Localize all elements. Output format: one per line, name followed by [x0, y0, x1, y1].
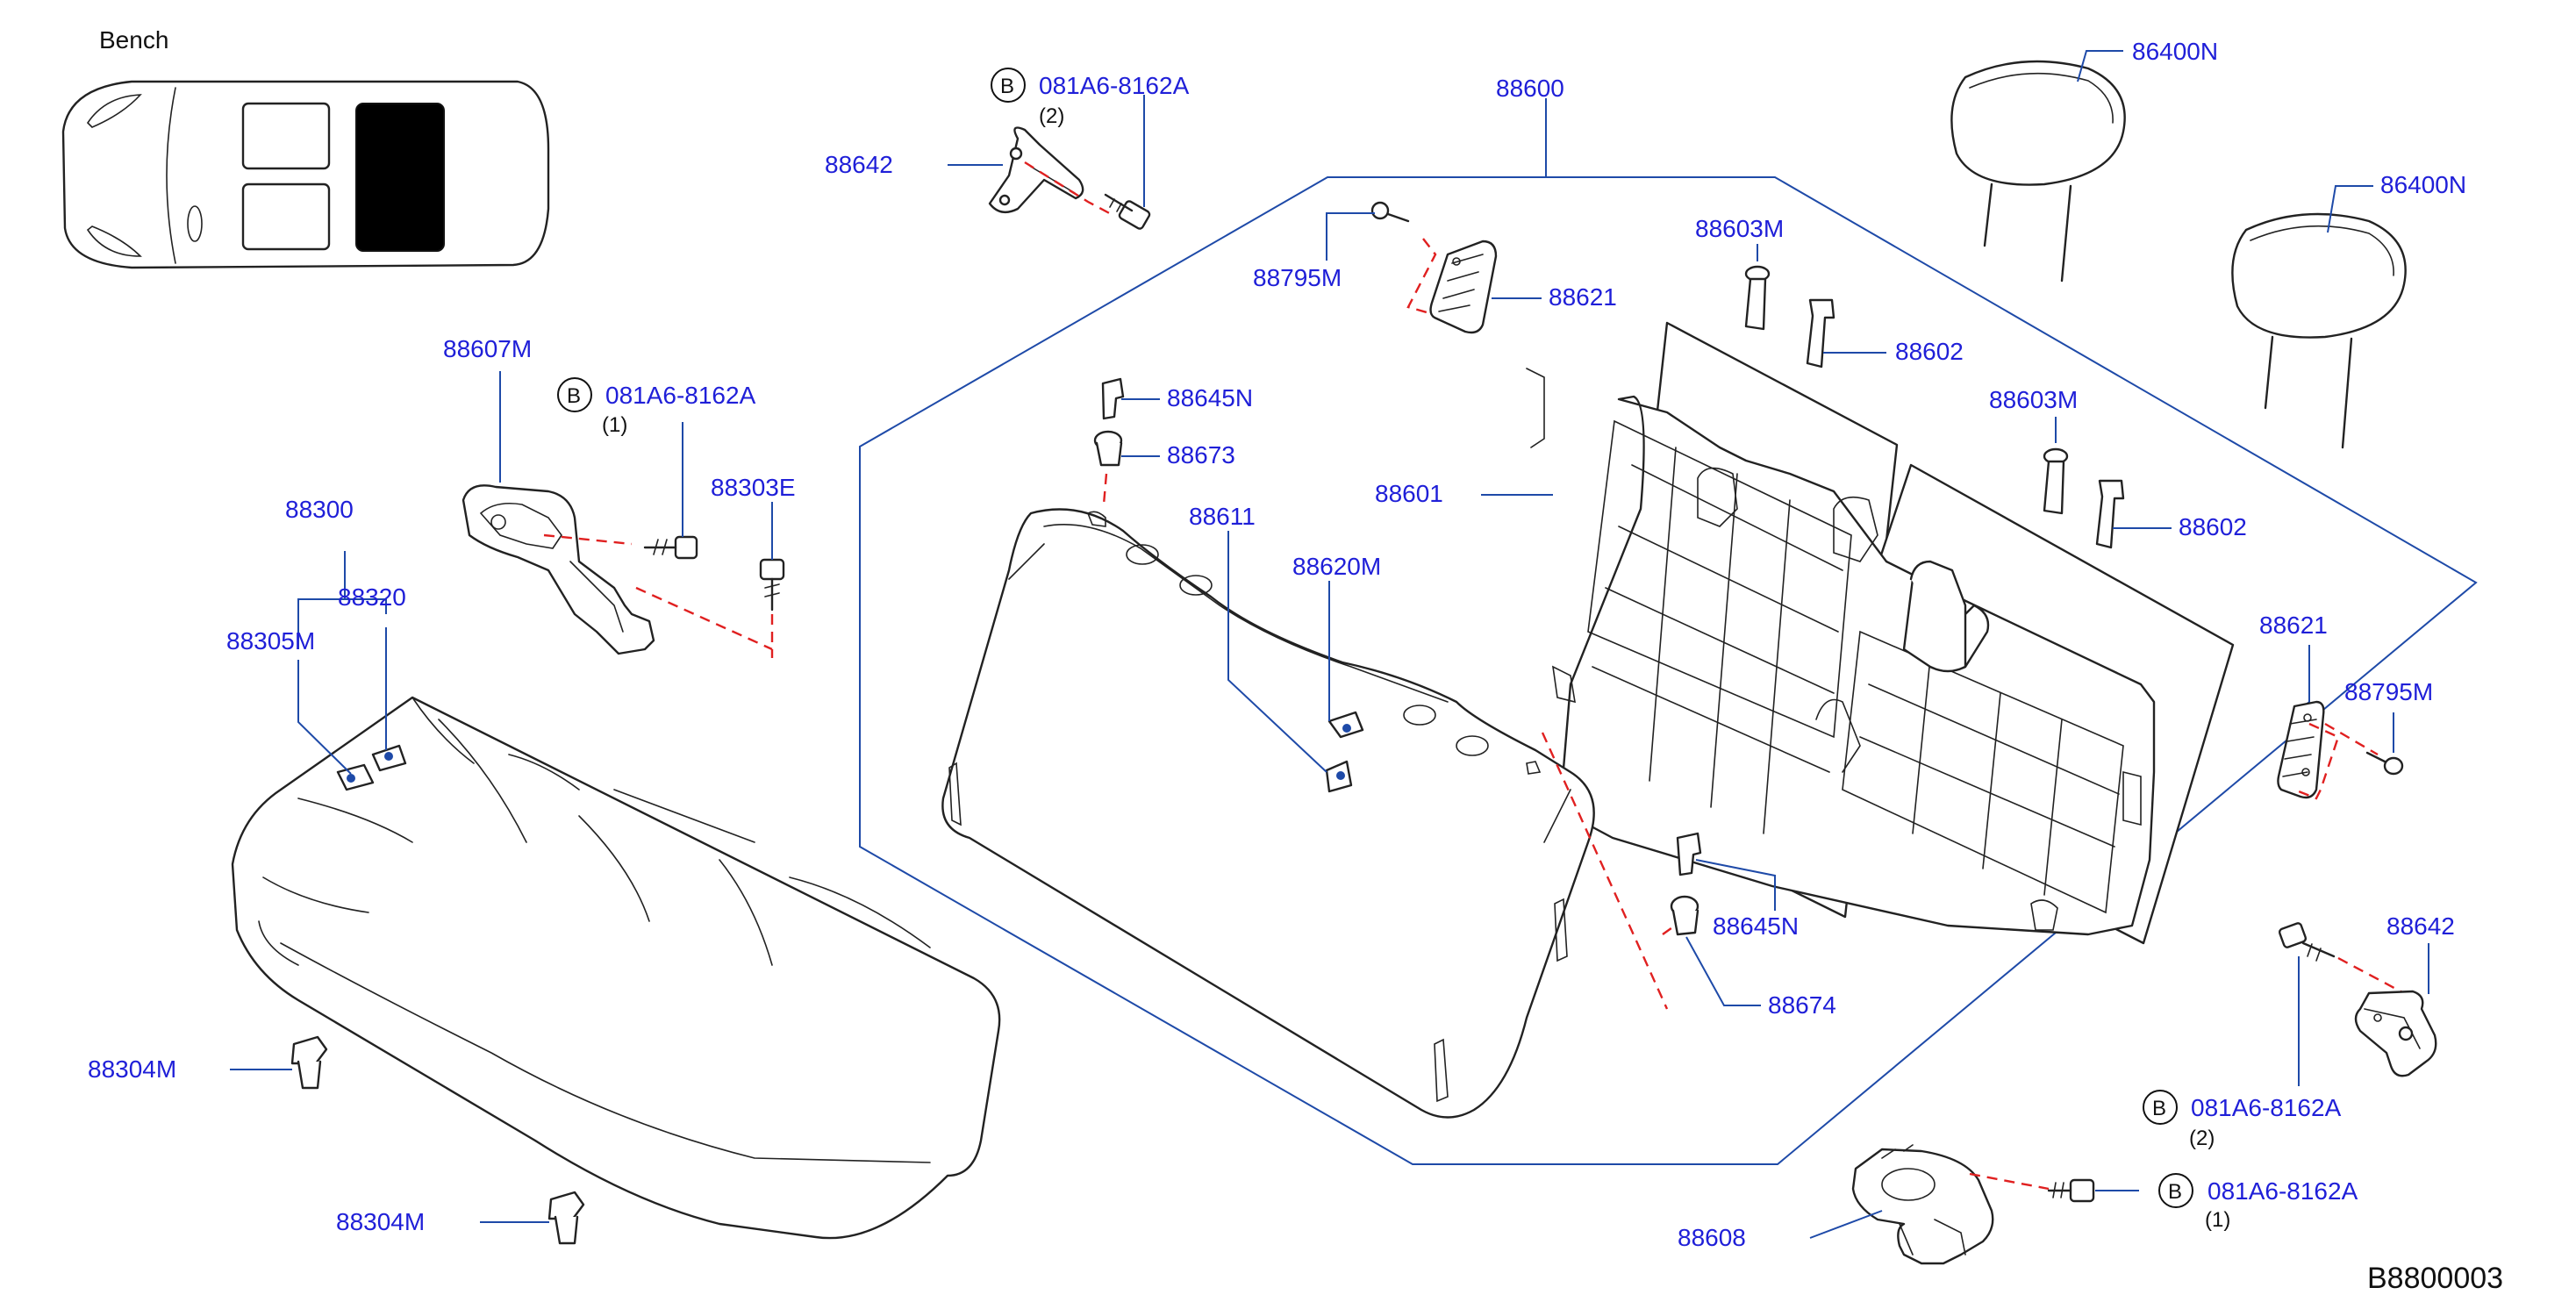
callout-88304m-bottom[interactable]: 88304M: [336, 1208, 425, 1235]
callout-88601[interactable]: 88601: [1375, 480, 1443, 507]
bolt-right: [2278, 922, 2336, 962]
bolt-marker-bottom: B: [2158, 1173, 2193, 1208]
seat-front-row-lower: [241, 182, 331, 251]
clip-88620m: [1325, 711, 1364, 793]
callout-88603m-lower[interactable]: 88603M: [1989, 386, 2078, 413]
vehicle-front-light-top: [86, 94, 142, 128]
bolt-88303e: [759, 558, 785, 612]
bolt-marker-top: B: [991, 68, 1026, 103]
vehicle-front-light-bottom: [86, 225, 142, 257]
callout-88305m[interactable]: 88305M: [226, 627, 315, 655]
svg-text:B: B: [2152, 1097, 2166, 1120]
callout-88607m[interactable]: 88607M: [443, 335, 532, 362]
reference-code: B8800003: [2367, 1262, 2503, 1295]
lock-88621-right: [2277, 700, 2325, 799]
callout-86400n-upper[interactable]: 86400N: [2132, 38, 2218, 65]
callout-081a6-8162a-bottom[interactable]: 081A6-8162A: [2207, 1177, 2358, 1205]
clip-88645n-lower: [1676, 832, 1702, 876]
headrest-lower: [2231, 212, 2407, 449]
callout-88795m-right[interactable]: 88795M: [2344, 678, 2433, 705]
svg-text:B: B: [567, 384, 581, 408]
callout-081a6-8162a-left[interactable]: 081A6-8162A: [605, 382, 756, 409]
callout-86400n-lower[interactable]: 86400N: [2380, 171, 2466, 198]
clip-88304m-bottom: [547, 1191, 585, 1245]
callout-88645n-lower[interactable]: 88645N: [1713, 912, 1799, 940]
callout-88645n-upper[interactable]: 88645N: [1167, 384, 1253, 411]
clip-88602-lower: [2095, 479, 2125, 549]
striker-88607m: [462, 484, 655, 655]
seat-rear-bench-highlight: [355, 103, 445, 252]
qty-081a6-right: (2): [2189, 1127, 2215, 1150]
clip-88645n-upper: [1101, 377, 1125, 420]
callout-88673[interactable]: 88673: [1167, 441, 1235, 469]
seat-front-row-upper: [241, 102, 331, 170]
svg-text:B: B: [2168, 1180, 2182, 1204]
bolt-marker-right: B: [2143, 1090, 2178, 1125]
seatback-frame-88601: [1526, 321, 2235, 945]
clip-88603m-upper: [1744, 265, 1771, 331]
clip-88603m-lower: [2043, 447, 2069, 515]
callout-88608[interactable]: 88608: [1678, 1224, 1746, 1251]
headrest-upper: [1950, 60, 2126, 283]
clip-88673: [1093, 430, 1123, 467]
callout-88602-upper[interactable]: 88602: [1895, 338, 1964, 365]
hinge-bracket-88642-right: [2354, 990, 2437, 1077]
lock-88621-top: [1429, 240, 1498, 334]
qty-081a6-bottom: (1): [2205, 1208, 2230, 1232]
callout-88320[interactable]: 88320: [338, 583, 406, 611]
callout-081a6-8162a-right[interactable]: 081A6-8162A: [2191, 1094, 2342, 1121]
callout-88621-top[interactable]: 88621: [1549, 283, 1617, 311]
callout-88602-lower[interactable]: 88602: [2179, 513, 2247, 540]
callout-081a6-8162a-top[interactable]: 081A6-8162A: [1039, 72, 1190, 99]
bolt-marker-left: B: [557, 377, 592, 412]
screw-88795m-top: [1370, 201, 1410, 223]
seatback-cushion-88611: [941, 508, 1595, 1119]
assembly-88600-boundary: [859, 176, 2478, 1165]
callout-88611[interactable]: 88611: [1189, 503, 1256, 530]
svg-text:B: B: [1000, 75, 1014, 98]
callout-88303e[interactable]: 88303E: [711, 474, 796, 501]
vehicle-mirror: [187, 205, 203, 242]
clip-88304m-left: [290, 1035, 328, 1090]
callout-88603m-upper[interactable]: 88603M: [1695, 215, 1784, 242]
qty-081a6-top: (2): [1039, 104, 1064, 128]
callout-88304m-left[interactable]: 88304M: [88, 1055, 176, 1083]
callout-88600[interactable]: 88600: [1496, 75, 1564, 102]
callout-88620m[interactable]: 88620M: [1292, 553, 1381, 580]
hinge-bracket-88642-top: [988, 126, 1084, 214]
vehicle-windshield: [166, 87, 176, 264]
callout-88642-right[interactable]: 88642: [2386, 912, 2455, 940]
callout-88795m-top[interactable]: 88795M: [1253, 264, 1342, 291]
vehicle-locator: Bench: [61, 26, 550, 269]
bolt-bottom: [2047, 1178, 2095, 1203]
qty-081a6-left: (1): [602, 413, 627, 437]
seat-cushion-88300: [231, 696, 1001, 1240]
callout-88300[interactable]: 88300: [285, 496, 354, 523]
bolt-left: [643, 535, 698, 560]
view-label: Bench: [99, 26, 168, 54]
bolt-top: [1104, 193, 1151, 230]
callout-88674[interactable]: 88674: [1768, 991, 1836, 1019]
striker-88608: [1851, 1144, 1994, 1265]
clip-88602-upper: [1806, 298, 1835, 368]
callout-88621-right[interactable]: 88621: [2259, 612, 2328, 639]
callout-88642-top[interactable]: 88642: [825, 151, 893, 178]
clip-88674: [1670, 895, 1699, 936]
screw-88795m-right: [2365, 751, 2404, 776]
